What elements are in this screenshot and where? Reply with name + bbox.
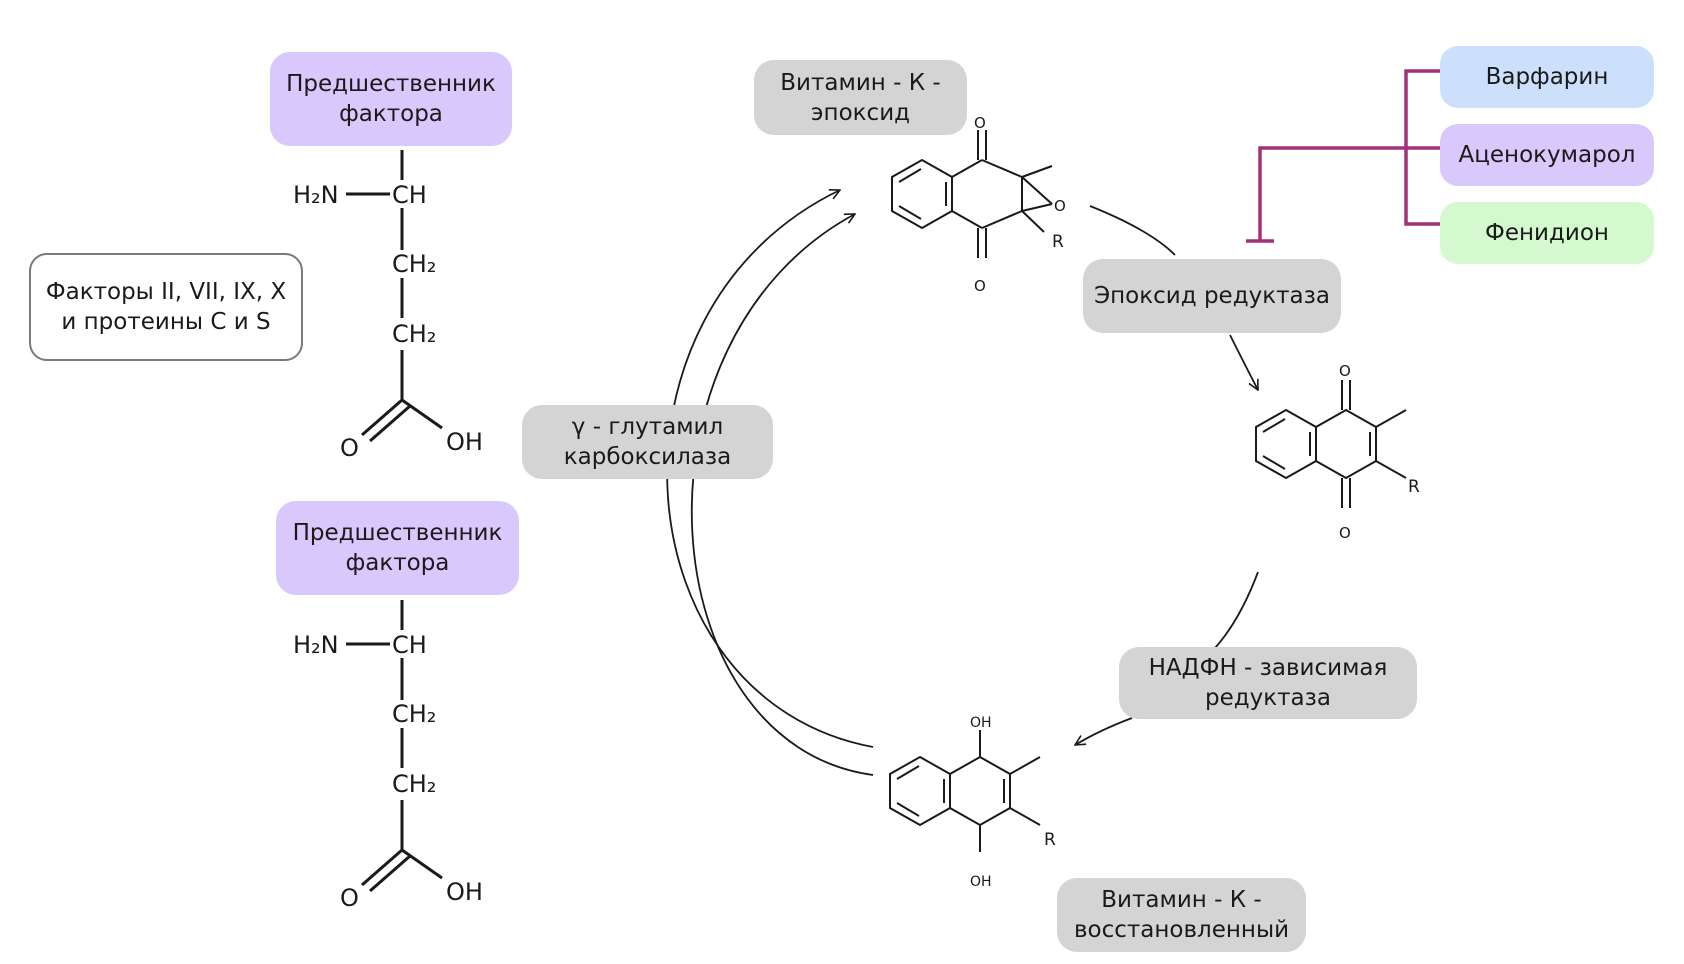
vitamin-k-epoxide-box: Витамин - К - эпоксид <box>754 60 967 135</box>
cycle-arrows <box>666 190 1259 776</box>
warfarin-label: Варфарин <box>1485 64 1609 90</box>
precursor-line-2: фактора <box>339 101 443 127</box>
factors-box: Факторы II, VII, IX, X и протеины C и S <box>29 253 303 361</box>
precursor-line-1: Предшественник <box>286 71 496 97</box>
carboxylase-line-2: карбоксилаза <box>563 444 732 470</box>
nadph-line-2: редуктаза <box>1205 685 1331 711</box>
warfarin-box: Варфарин <box>1440 46 1654 108</box>
vitamin-k-reduced-box: Витамин - К - восстановленный <box>1057 878 1306 952</box>
vitamin-k-hydroquinone-molecule <box>889 730 1041 852</box>
epoxide-reductase-box: Эпоксид редуктаза <box>1083 259 1341 333</box>
amino-acid-top: H₂N CH CH₂ CH₂ O OH <box>293 150 483 462</box>
ch2-label: CH₂ <box>392 320 436 348</box>
arrow-to-quinone <box>1229 334 1258 390</box>
oxygen-label: O <box>974 277 986 295</box>
reduced-line-1: Витамин - К - <box>1101 887 1262 913</box>
hydroxyl-label: OH <box>446 428 483 456</box>
ch-label: CH <box>392 631 427 659</box>
vitamin-k-epoxide-molecule <box>891 130 1053 258</box>
arrow-to-hydroquinone <box>1075 717 1133 745</box>
ch2-label: CH₂ <box>392 700 436 728</box>
precursor-line-2: фактора <box>345 550 450 576</box>
r-group-label: R <box>1052 232 1064 252</box>
carbonyl-o-label: O <box>340 434 359 462</box>
arrow-quinone-to-nadph <box>1214 571 1259 649</box>
epoxide-line-1: Витамин - К - <box>780 69 941 96</box>
epoxide-line-2: эпоксид <box>810 99 911 126</box>
carboxylase-line-1: γ - глутамил <box>571 414 724 440</box>
r-group-label: R <box>1044 830 1056 850</box>
reduced-line-2: восстановленный <box>1073 917 1290 943</box>
ch2-label: CH₂ <box>392 770 436 798</box>
amino-acid-bottom: H₂N CH CH₂ CH₂ O OH <box>293 600 483 912</box>
phenindione-label: Фенидион <box>1485 220 1609 246</box>
hydroxyl-label: OH <box>970 715 992 731</box>
r-group-label: R <box>1408 477 1420 497</box>
carboxylase-inner-arc <box>690 214 874 776</box>
epoxide-oxygen-label: O <box>1054 197 1066 215</box>
arrow-to-reductase <box>1089 205 1176 256</box>
precursor-box-bottom: Предшественник фактора <box>276 501 519 595</box>
amine-label: H₂N <box>293 181 339 209</box>
hydroxyl-label: OH <box>446 878 483 906</box>
factors-line-2: и протеины C и S <box>61 309 271 335</box>
epoxide-reductase-label: Эпоксид редуктаза <box>1094 283 1330 309</box>
precursor-box-top: Предшественник фактора <box>270 52 512 146</box>
acenocoumarol-label: Аценокумарол <box>1458 142 1636 168</box>
oxygen-label: O <box>1339 524 1351 542</box>
oxygen-label: O <box>1339 362 1351 380</box>
nadph-line-1: НАДФН - зависимая <box>1148 655 1388 681</box>
factors-line-1: Факторы II, VII, IX, X <box>45 279 287 305</box>
carbonyl-o-label: O <box>340 884 359 912</box>
amine-label: H₂N <box>293 631 339 659</box>
carboxylase-outer-arc <box>666 190 874 748</box>
hydroxyl-label: OH <box>970 874 992 890</box>
nadph-reductase-box: НАДФН - зависимая редуктаза <box>1119 647 1417 719</box>
vitamin-k-quinone-molecule <box>1255 380 1407 508</box>
ch-label: CH <box>392 181 427 209</box>
acenocoumarol-box: Аценокумарол <box>1440 124 1654 186</box>
carboxylase-box: γ - глутамил карбоксилаза <box>522 405 773 479</box>
oxygen-label: O <box>974 114 986 132</box>
precursor-line-1: Предшественник <box>292 520 503 546</box>
ch2-label: CH₂ <box>392 250 436 278</box>
inhibitor-bracket <box>1246 69 1444 243</box>
phenindione-box: Фенидион <box>1440 202 1654 264</box>
